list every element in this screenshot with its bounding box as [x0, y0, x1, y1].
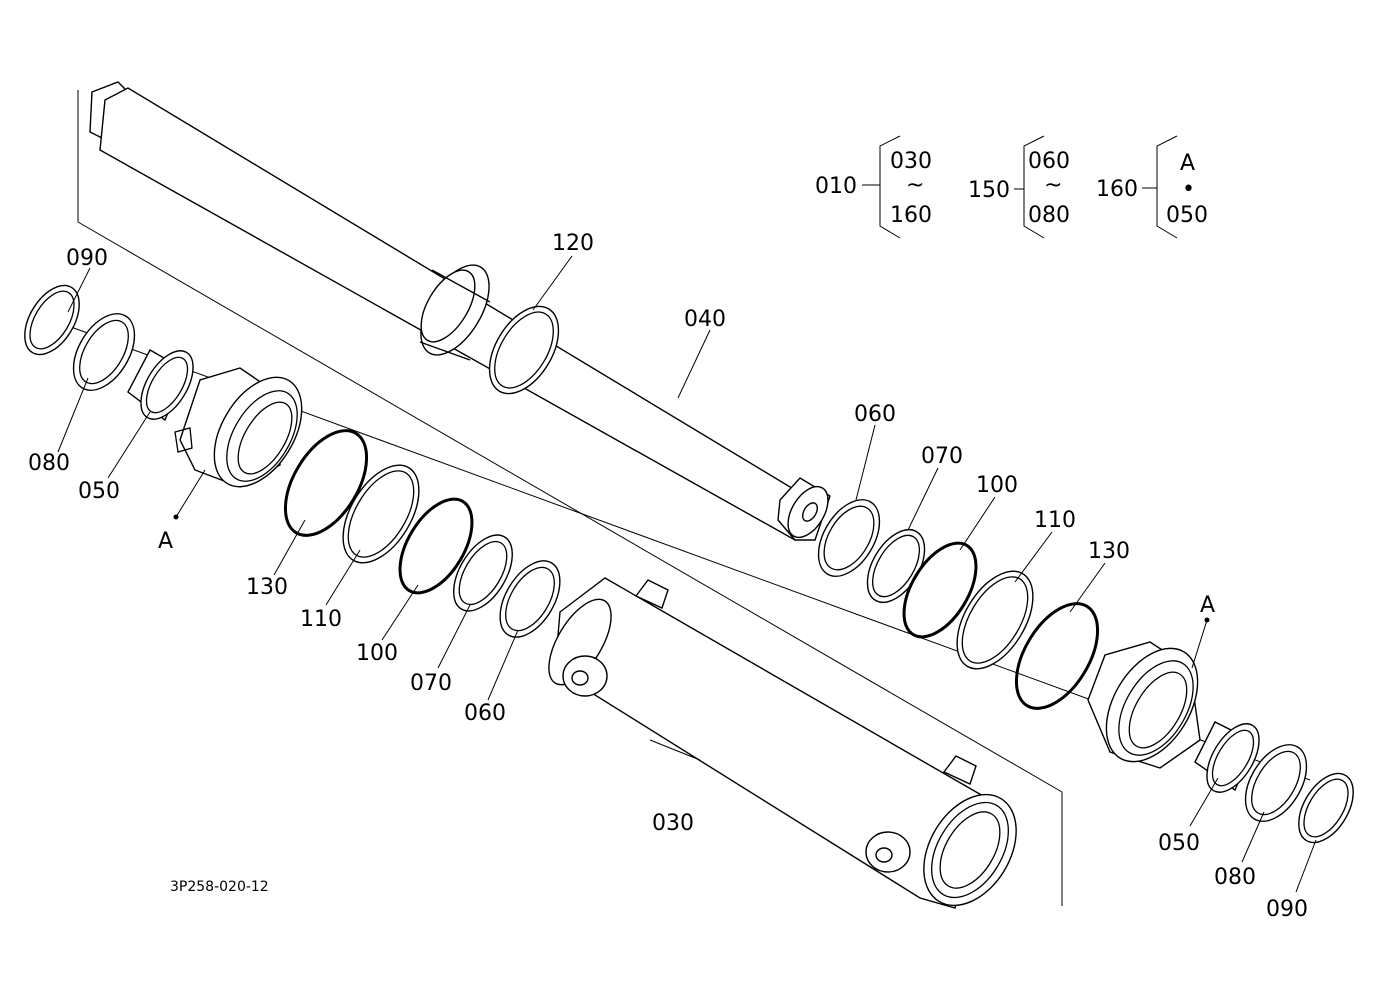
legend-top-060: 060	[1028, 149, 1070, 174]
left-seal-060	[499, 560, 561, 638]
leader-lines	[57, 255, 1317, 893]
legend-mid-010: ~	[906, 173, 924, 198]
legend-bottom-160: 160	[890, 203, 932, 228]
left-snap-ring-090	[24, 284, 80, 356]
left-oring-100	[398, 497, 474, 595]
label-right-050: 050	[1158, 831, 1200, 856]
label-left-060: 060	[464, 701, 506, 726]
right-snap-ring-090	[1298, 772, 1354, 844]
label-left-110: 110	[300, 607, 342, 632]
drawing-number: 3P258-020-12	[170, 879, 269, 895]
legend-bottom-080: 080	[1028, 203, 1070, 228]
legend-mid-150: ~	[1044, 173, 1062, 198]
label-left-050: 050	[78, 479, 120, 504]
assembly-frame	[77, 90, 1063, 906]
label-040: 040	[684, 307, 726, 332]
left-oring-130	[283, 429, 369, 537]
label-right-090: 090	[1266, 897, 1308, 922]
label-left-090: 090	[66, 246, 108, 271]
legend-top-030: 030	[890, 149, 932, 174]
right-seal-060	[817, 499, 881, 577]
legend-group-160: 160 A • 050	[1096, 135, 1208, 239]
label-right-110: 110	[1034, 508, 1076, 533]
left-seal-070	[453, 534, 513, 612]
left-bushing-050	[127, 349, 194, 422]
cylinder-tube	[548, 577, 1017, 909]
legend-top-A: A	[1180, 151, 1195, 176]
legend-mid-160: •	[1182, 177, 1195, 202]
left-gland-head	[174, 367, 303, 488]
legend-group-150: 150 060 ~ 080	[968, 135, 1070, 239]
label-left-100: 100	[356, 641, 398, 666]
right-oring-130	[1014, 602, 1100, 710]
assembly-legend: 010 030 ~ 160 150 060 ~ 080 160 A • 050	[815, 135, 1208, 239]
ring-120	[488, 305, 560, 395]
label-left-070: 070	[410, 671, 452, 696]
label-left-080: 080	[28, 451, 70, 476]
right-wiper-080	[1244, 744, 1308, 822]
label-right-070: 070	[921, 444, 963, 469]
label-left-A: A	[158, 529, 173, 554]
label-left-130: 130	[246, 575, 288, 600]
piston-rod	[89, 81, 831, 541]
label-120: 120	[552, 231, 594, 256]
right-bushing-050	[1194, 721, 1260, 793]
callout-labels: 090 080 050 A 130 110 100 070 060 120 04…	[28, 231, 1308, 922]
legend-bottom-050: 050	[1166, 203, 1208, 228]
label-right-100: 100	[976, 473, 1018, 498]
legend-group-010: 010 030 ~ 160	[815, 135, 932, 239]
legend-parent-150: 150	[968, 178, 1010, 203]
label-right-A: A	[1200, 593, 1215, 618]
label-030: 030	[652, 811, 694, 836]
label-right-130: 130	[1088, 539, 1130, 564]
legend-parent-010: 010	[815, 174, 857, 199]
label-right-060: 060	[854, 402, 896, 427]
right-backup-ring-110	[956, 570, 1034, 670]
right-oring-100	[902, 541, 978, 639]
label-right-080: 080	[1214, 865, 1256, 890]
right-gland-head	[1087, 641, 1201, 769]
legend-parent-160: 160	[1096, 177, 1138, 202]
